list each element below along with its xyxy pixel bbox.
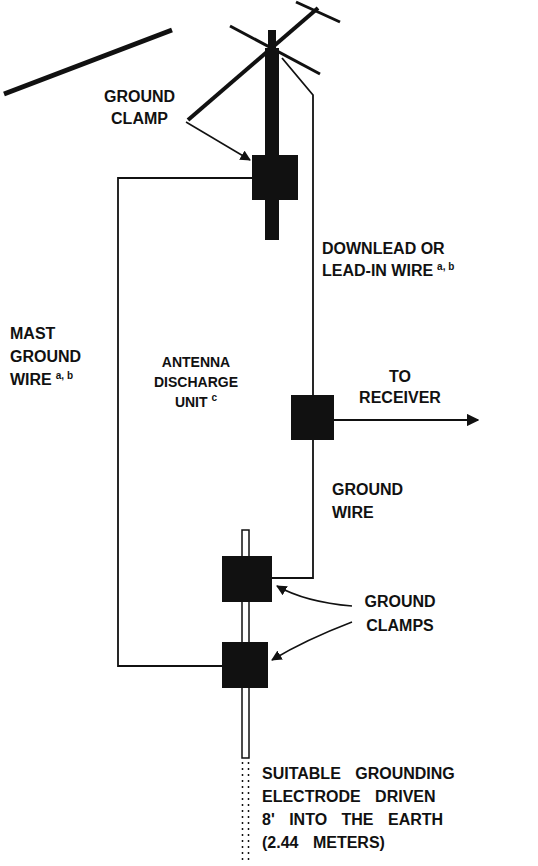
receiver-arrow: [334, 419, 478, 421]
clamp-label: GROUND CLAMPS: [350, 590, 450, 638]
ground-clamp: [222, 556, 272, 602]
downlead-wire: [282, 58, 313, 396]
part-label: GROUND WIRE: [332, 481, 403, 521]
part-label: GROUND CLAMP: [104, 88, 175, 127]
ground-wire: [272, 440, 313, 578]
wire-label: GROUND WIRE: [332, 478, 422, 524]
leader-arrow: [277, 586, 352, 606]
part-label: ANTENNA DISCHARGE UNIT: [154, 354, 238, 410]
antenna-mast: [265, 48, 279, 240]
roof-line: [4, 30, 172, 94]
antenna-mast: [268, 30, 276, 50]
wire-label: MAST GROUND WIREa, b: [10, 322, 95, 391]
electrode-underground: [242, 762, 244, 862]
clamp-label: GROUND CLAMP: [92, 86, 187, 130]
ground-clamp: [222, 642, 268, 688]
leader-arrow: [186, 122, 250, 160]
footnote-mark: c: [212, 392, 218, 403]
part-label: SUITABLE GROUNDING ELECTRODE DRIVEN 8' I…: [262, 765, 455, 851]
ground-clamp: [252, 155, 298, 200]
unit-label: ANTENNA DISCHARGE UNITc: [140, 352, 252, 412]
part-label: GROUND CLAMPS: [364, 593, 435, 634]
antenna-element: [296, 2, 340, 22]
wire-label: DOWNLEAD OR LEAD-IN WIREa, b: [322, 238, 482, 282]
part-label: DOWNLEAD OR LEAD-IN WIRE: [322, 240, 445, 279]
leader-arrow: [272, 622, 352, 660]
antenna-discharge-unit: [291, 395, 334, 440]
receiver-label: TO RECEIVER: [350, 366, 450, 408]
footnote-mark: a, b: [56, 370, 73, 381]
electrode-note: SUITABLE GROUNDING ELECTRODE DRIVEN 8' I…: [262, 762, 458, 854]
footnote-mark: a, b: [437, 261, 454, 272]
part-label: TO RECEIVER: [359, 368, 441, 406]
electrode-underground: [248, 762, 250, 862]
